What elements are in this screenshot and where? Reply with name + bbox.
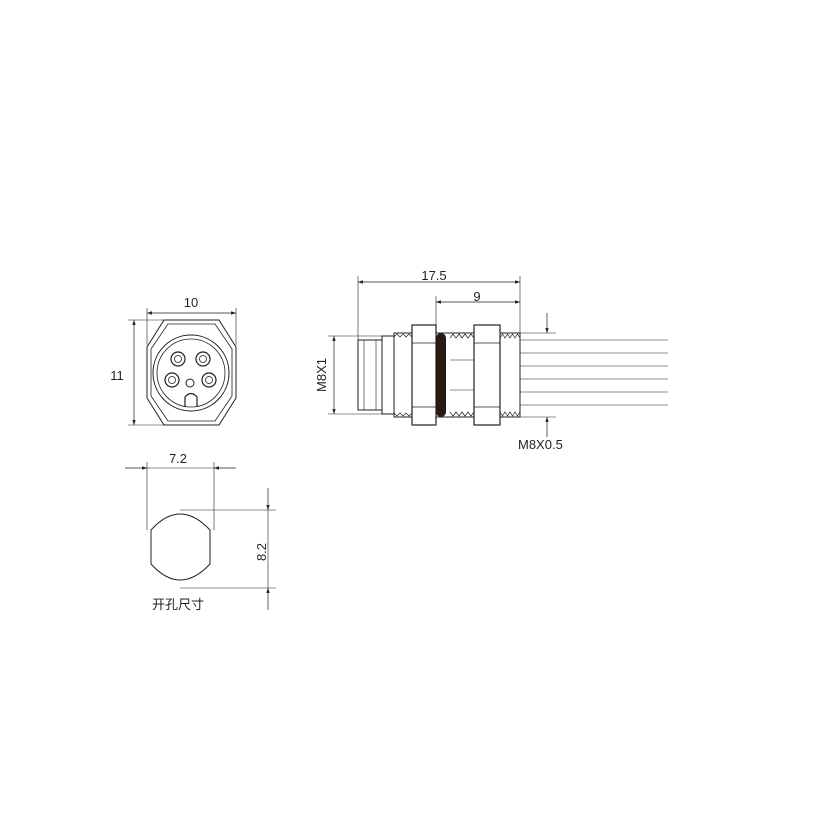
cutout-shape bbox=[150, 513, 211, 581]
thread-length-label: 9 bbox=[473, 289, 480, 304]
cutout-height-label: 8.2 bbox=[254, 543, 269, 561]
front-thread bbox=[393, 332, 413, 418]
cable-wires bbox=[520, 339, 668, 406]
pin-contacts bbox=[164, 351, 217, 388]
total-length-label: 17.5 bbox=[421, 268, 446, 283]
pin-contact-center bbox=[185, 378, 195, 388]
hex-nut-outline bbox=[146, 319, 237, 426]
coding-key bbox=[184, 392, 198, 407]
socket-face-outer bbox=[152, 334, 230, 412]
front-view: 10 11 bbox=[110, 295, 237, 426]
rear-thread-label: M8X0.5 bbox=[518, 437, 563, 452]
pin-contact-hole bbox=[199, 355, 207, 363]
o-ring bbox=[436, 333, 446, 417]
front-thread-label: M8X1 bbox=[314, 358, 329, 392]
pin-contact-hole bbox=[168, 376, 176, 384]
rear-hex-nut bbox=[473, 324, 501, 426]
rear-thread bbox=[499, 332, 521, 418]
pin-contact bbox=[170, 351, 186, 367]
side-view: 17.5 9 M8X1 M8X0.5 bbox=[314, 268, 668, 452]
pin-contact bbox=[195, 351, 211, 367]
hex-nut-inner-outline bbox=[150, 323, 233, 422]
cutout-view: 7.2 8.2 开孔尺寸 bbox=[125, 451, 276, 612]
cutout-caption: 开孔尺寸 bbox=[152, 597, 204, 612]
front-height-label: 11 bbox=[110, 368, 124, 383]
front-width-label: 10 bbox=[184, 295, 198, 310]
middle-thread bbox=[449, 333, 475, 417]
socket-nose bbox=[357, 339, 383, 411]
pin-contact-hole bbox=[205, 376, 213, 384]
pin-contact bbox=[201, 372, 217, 388]
socket-step bbox=[381, 335, 395, 415]
front-hex-nut bbox=[411, 324, 437, 426]
socket-face-inner bbox=[156, 338, 226, 408]
cutout-width-label: 7.2 bbox=[169, 451, 187, 466]
pin-contact bbox=[164, 372, 180, 388]
pin-contact-hole bbox=[174, 355, 182, 363]
